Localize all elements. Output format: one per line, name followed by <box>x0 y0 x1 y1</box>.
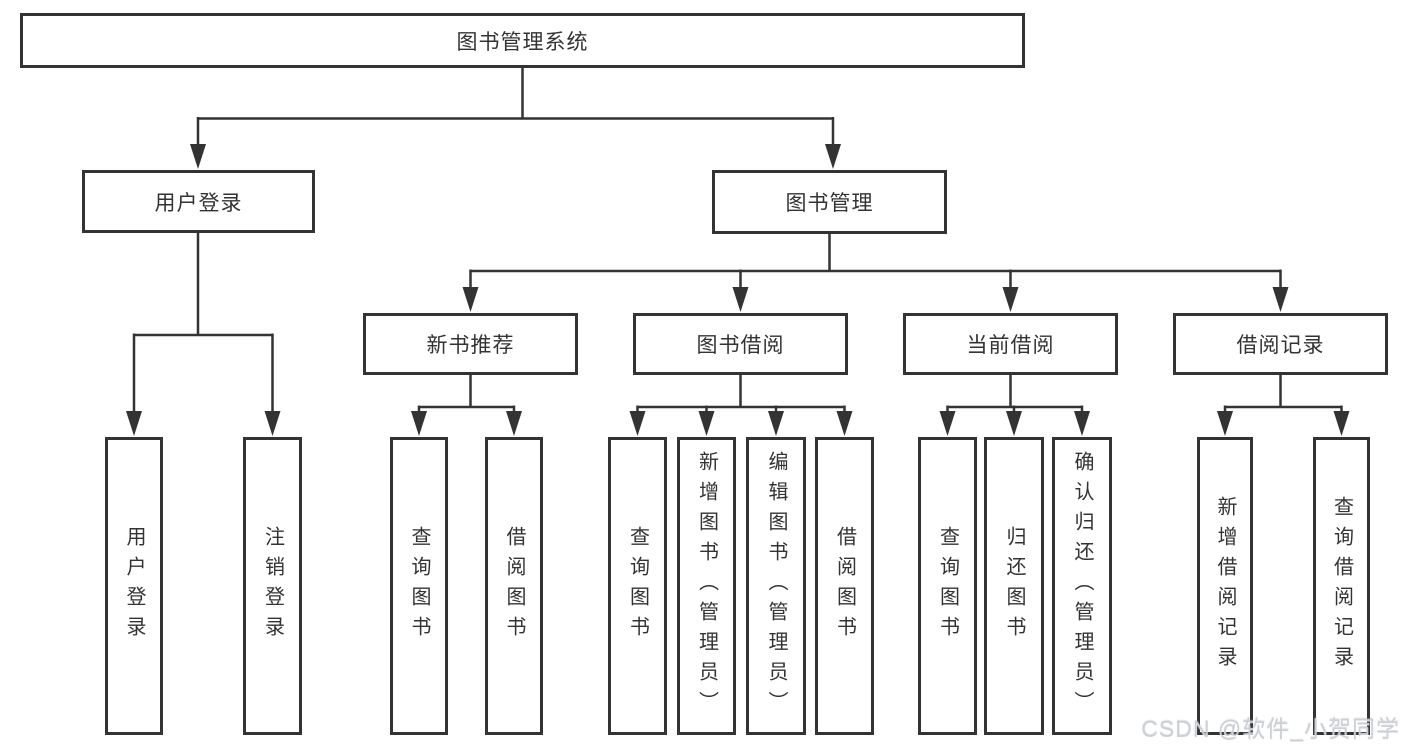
leaf-label: 新增借阅记录 <box>1214 496 1236 676</box>
leaf-confirm-return-admin: 确认归还（管理员） <box>1052 437 1112 735</box>
node-new-book-recommendation: 新书推荐 <box>363 313 578 375</box>
leaf-label: 用户登录 <box>123 526 145 646</box>
leaf-label: 新增图书（管理员） <box>695 451 718 721</box>
leaf-borrowing-query-books: 查询图书 <box>608 437 667 735</box>
leaf-label: 查询借阅记录 <box>1330 496 1353 676</box>
leaf-label: 查询图书 <box>408 526 430 646</box>
leaf-label: 查询图书 <box>626 526 649 646</box>
leaf-label: 查询图书 <box>936 526 959 646</box>
leaf-label: 确认归还（管理员） <box>1071 451 1093 721</box>
node-current-borrowing: 当前借阅 <box>903 313 1118 375</box>
arrowhead-icon <box>126 144 1350 436</box>
leaf-current-query-books: 查询图书 <box>918 437 977 735</box>
leaf-logout: 注销登录 <box>243 437 302 735</box>
leaf-recommend-borrow-books: 借阅图书 <box>485 437 543 735</box>
csdn-watermark: CSDN @软件_小贺同学 <box>1141 716 1400 742</box>
leaf-user-login: 用户登录 <box>105 437 163 735</box>
node-root: 图书管理系统 <box>20 13 1025 68</box>
node-book-management: 图书管理 <box>712 170 947 234</box>
connector-path <box>132 68 1343 412</box>
leaf-return-books: 归还图书 <box>984 437 1044 735</box>
leaf-query-borrowing-record: 查询借阅记录 <box>1313 437 1370 735</box>
leaf-label: 归还图书 <box>1003 526 1025 646</box>
leaf-label: 借阅图书 <box>503 526 525 646</box>
leaf-edit-books-admin: 编辑图书（管理员） <box>746 437 806 735</box>
leaf-add-borrowing-record: 新增借阅记录 <box>1197 437 1253 735</box>
leaf-add-books-admin: 新增图书（管理员） <box>677 437 736 735</box>
leaf-recommend-query-books: 查询图书 <box>390 437 448 735</box>
leaf-label: 注销登录 <box>261 526 284 646</box>
node-book-borrowing: 图书借阅 <box>633 313 848 375</box>
leaf-label: 借阅图书 <box>833 526 856 646</box>
node-user-login: 用户登录 <box>82 170 315 233</box>
leaf-label: 编辑图书（管理员） <box>765 451 787 721</box>
node-borrowing-records: 借阅记录 <box>1173 313 1388 375</box>
leaf-borrowing-borrow-books: 借阅图书 <box>815 437 874 735</box>
